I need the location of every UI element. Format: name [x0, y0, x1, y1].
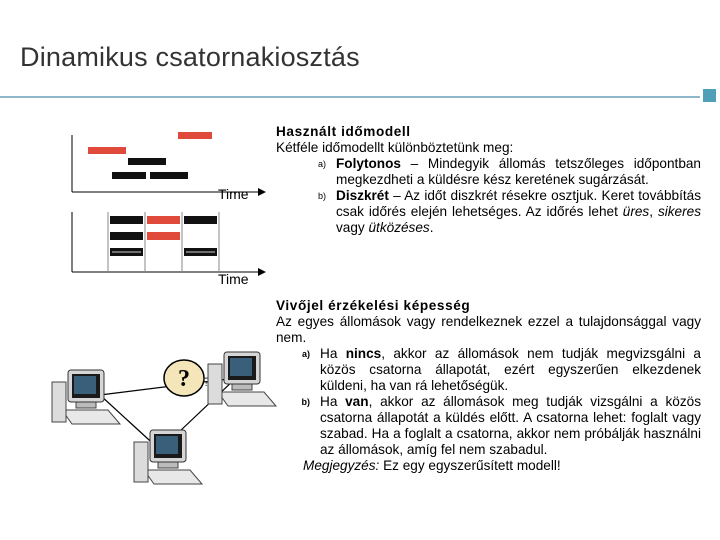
title-rule: [0, 96, 700, 98]
frame-bar: [128, 158, 166, 165]
prefix: Ha: [320, 394, 346, 409]
time-axis-arrow: [258, 268, 266, 276]
svg-text:?: ?: [178, 366, 190, 392]
term: Diszkrét: [336, 188, 389, 203]
frame-bar: [110, 232, 143, 240]
slide-title: Dinamikus csatornakiosztás: [20, 42, 360, 72]
continuous-time-diagram: [71, 132, 266, 196]
list-marker: a): [301, 349, 310, 359]
frame-bar: [184, 216, 217, 224]
frame-bar: [88, 147, 126, 154]
note-text: Ez egy egyszerűsített modell!: [379, 458, 561, 473]
frame-bar: [110, 216, 143, 224]
section-heading: Használt időmodell: [276, 124, 411, 139]
note-label: Megjegyzés:: [303, 458, 380, 473]
section-intro: Az egyes állomások vagy rendelkeznek ezz…: [276, 314, 701, 345]
list-marker: b): [317, 191, 326, 201]
time-axis-label: Time: [218, 186, 249, 202]
list-item: b) Ha van, akkor az állomások meg tudják…: [276, 394, 702, 458]
definition: – Mindegyik állomás tetszőleges időpontb…: [336, 156, 701, 187]
list-marker: b): [301, 397, 311, 407]
list-item: a) Ha nincs, akkor az állomások nem tudj…: [276, 346, 701, 394]
section-carrier-sense: Vivőjel érzékelési képesség Az egyes áll…: [276, 298, 701, 474]
frame-bar: [178, 132, 212, 139]
time-axis-label: Time: [218, 271, 249, 287]
emphasis: sikeres: [657, 204, 701, 219]
section-time-model: Használt időmodell Kétféle időmodellt kü…: [276, 124, 701, 236]
frame-bar: [150, 172, 188, 179]
network-illustration: ? ?: [51, 351, 278, 485]
computer-icon: [133, 429, 204, 485]
prefix: Ha: [320, 346, 346, 361]
definition: , akkor az állomások nem tudják megvizsg…: [320, 346, 701, 393]
frame-bar: [147, 216, 180, 224]
term: van: [345, 394, 369, 409]
title-accent-box: [703, 89, 716, 102]
list-item: b) Diszkrét – Az időt diszkrét résekre o…: [276, 188, 701, 236]
list-item: a) Folytonos – Mindegyik állomás tetszől…: [276, 156, 701, 188]
section-intro: Kétféle időmodellt különböztetünk meg:: [276, 140, 514, 155]
definition: , akkor az állomások meg tudják vizsgáln…: [320, 394, 701, 457]
slotted-time-diagram: [71, 212, 266, 276]
list-marker: a): [317, 159, 326, 169]
term: Folytonos: [336, 156, 401, 171]
separator: ,: [649, 204, 658, 219]
frame-bar: [147, 232, 180, 240]
definition: – Az időt diszkrét résekre osztjuk. Kere…: [336, 188, 701, 219]
svg-text:?: ?: [203, 375, 210, 389]
computer-icon: [51, 369, 122, 425]
punctuation: .: [429, 220, 434, 235]
section-heading: Vivőjel érzékelési képesség: [276, 298, 471, 313]
computer-icon: [207, 351, 278, 407]
time-axis-arrow: [258, 188, 266, 196]
frame-bar: [112, 172, 146, 179]
emphasis: ütközéses: [368, 220, 430, 235]
separator: vagy: [336, 220, 369, 235]
question-bubble-icon: ? ?: [163, 359, 210, 397]
emphasis: üres: [622, 204, 650, 219]
term: nincs: [345, 346, 382, 361]
note: Megjegyzés: Ez egy egyszerűsített modell…: [276, 458, 701, 474]
